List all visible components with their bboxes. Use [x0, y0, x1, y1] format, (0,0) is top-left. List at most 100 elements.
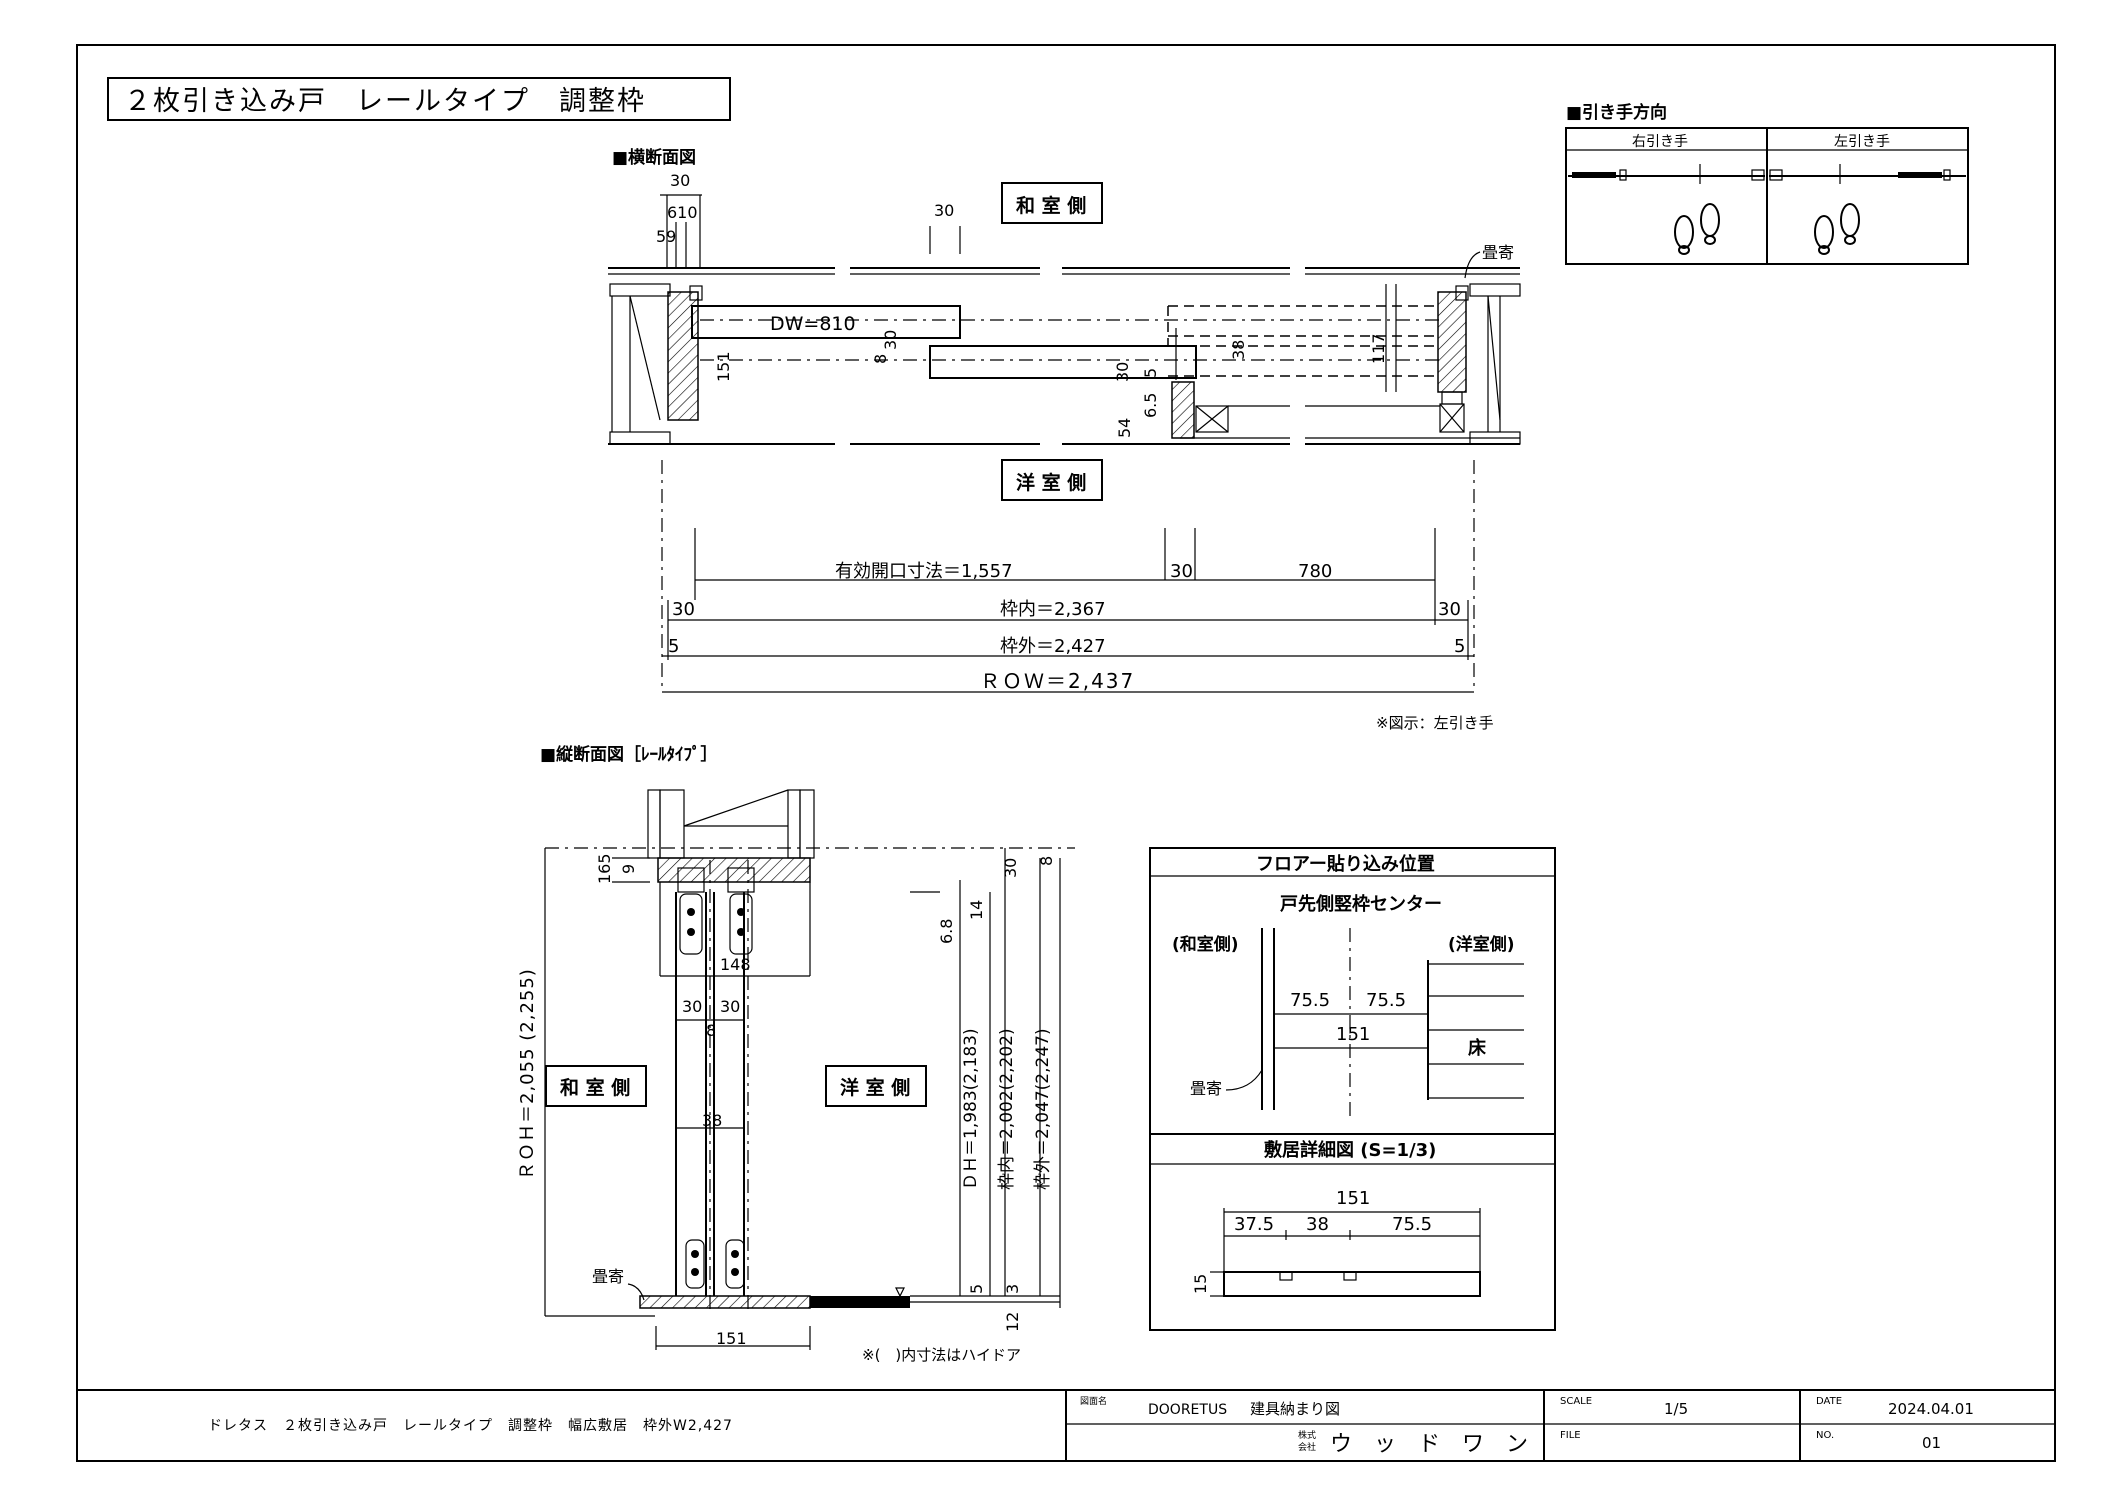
title-block: ドレタス ２枚引き込み戸 レールタイプ 調整枠 幅広敷居 枠外W2,427 図面…	[77, 1389, 2055, 1461]
pocket-wall	[1171, 381, 1465, 439]
sill-panel: 敷居詳細図 (S=1/3) 151 37.5 38 75.5 15	[1149, 1133, 1556, 1331]
vert-dim-30a: 30	[682, 997, 702, 1016]
vert-dim-38: 38	[702, 1111, 722, 1130]
door-panel-2	[929, 345, 1197, 379]
vert-tatami-label: 畳寄	[592, 1267, 624, 1286]
cross-dimension-chain: 有効開口寸法＝1,557 30 780 30 枠内＝2,367 30 5 枠外＝…	[661, 460, 1475, 693]
title-box: ２枚引き込み戸 レールタイプ 調整枠	[107, 77, 731, 121]
cross-wa-label: 和 室 側	[1016, 194, 1086, 217]
floor-panel-subtitle: 戸先側竪枠センター	[1280, 893, 1442, 915]
cross-dim-30b: 30	[934, 201, 954, 220]
cross-right-wall	[1437, 283, 1521, 445]
page-title: ２枚引き込み戸 レールタイプ 調整枠	[124, 86, 646, 117]
handle-direction: ■引き手方向 右引き手 左引き手	[1565, 102, 1969, 265]
pocket-outline	[1167, 284, 1438, 392]
vert-yo-label: 洋 室 側	[840, 1076, 910, 1099]
file-label: FILE	[1560, 1430, 1581, 1441]
title-block-desc: ドレタス ２枚引き込み戸 レールタイプ 調整枠 幅広敷居 枠外W2,427	[208, 1418, 733, 1434]
cross-dw: DW=810	[770, 313, 856, 335]
floor-yo: (洋室側)	[1448, 934, 1515, 955]
cross-section-heading: ■横断面図	[612, 147, 696, 168]
footprint-icon	[1814, 203, 1860, 255]
handle-left-label: 左引き手	[1834, 134, 1890, 150]
sill-dim-375: 37.5	[1234, 1214, 1274, 1235]
cross-dim-5: 5	[1141, 368, 1160, 378]
vert-dim-8top: 8	[1037, 856, 1056, 866]
cross-dim-30d: 30	[1113, 362, 1132, 382]
vert-dim-9: 9	[619, 864, 638, 874]
cross-dim-59: 59	[656, 227, 676, 246]
vertical-section-heading: ■縦断面図［ﾚｰﾙﾀｲﾌﾟ］	[540, 744, 718, 765]
head-frame	[657, 857, 811, 883]
cross-dim-117: 117	[1369, 333, 1388, 364]
sill-panel-title: 敷居詳細図 (S=1/3)	[1264, 1139, 1436, 1161]
sheet-border	[76, 44, 2056, 1462]
cross-inner-dim: 枠内＝2,367	[1000, 599, 1106, 620]
vert-dh: ＤＨ＝1,983(2,183)	[961, 1028, 981, 1190]
company-prefix-bottom: 会社	[1298, 1441, 1316, 1453]
vert-inner: 枠内＝2,002(2,202)	[997, 1028, 1017, 1190]
cross-dim-30-mid: 30	[1170, 561, 1193, 582]
vert-dim-5: 5	[967, 1284, 986, 1294]
cross-tatami-label: 畳寄	[1482, 243, 1514, 262]
cross-outer-dim: 枠外＝2,427	[1000, 636, 1106, 657]
cross-dim-8: 8	[871, 354, 890, 364]
floor-dim-755b: 75.5	[1366, 990, 1406, 1011]
scale-value: 1/5	[1664, 1400, 1688, 1418]
cross-dim-30c: 30	[881, 330, 900, 350]
no-value: 01	[1922, 1434, 1941, 1452]
vert-dim-30b: 30	[720, 997, 740, 1016]
cross-inner-left: 30	[672, 599, 695, 620]
drawing-name-label: 図面名	[1080, 1395, 1107, 1407]
vert-dim-68: 6.8	[937, 919, 956, 944]
handle-heading: ■引き手方向	[1566, 102, 1667, 123]
cross-effective-dim: 有効開口寸法＝1,557	[835, 561, 1013, 582]
bottom-roller	[685, 1239, 745, 1289]
cross-inner-right: 30	[1438, 599, 1461, 620]
cross-dim-54: 54	[1115, 418, 1134, 438]
sill-dim-151: 151	[1336, 1188, 1370, 1209]
cross-dim-610: 610	[667, 203, 698, 222]
cross-yo-label: 洋 室 側	[1016, 471, 1086, 494]
cross-dim-151: 151	[714, 351, 733, 382]
floor-dim-755a: 75.5	[1290, 990, 1330, 1011]
vert-dim-148: 148	[720, 955, 751, 974]
vertical-section: ■縦断面図［ﾚｰﾙﾀｲﾌﾟ］	[517, 744, 1075, 1364]
door-leaves-vertical	[659, 860, 811, 1310]
cross-dim-780: 780	[1298, 561, 1332, 582]
floor-dim-151: 151	[1336, 1024, 1370, 1045]
vert-dim-151: 151	[716, 1329, 747, 1348]
footprint-icon	[1674, 203, 1720, 255]
vert-note: ※( )内寸法はハイドア	[862, 1346, 1021, 1364]
cross-outer-left: 5	[668, 636, 679, 657]
vert-dim-8: 8	[706, 1021, 716, 1040]
company-name: ウ ッ ド ワ ン	[1330, 1432, 1528, 1457]
vert-dim-30: 30	[1001, 858, 1020, 878]
sill-dim-755: 75.5	[1392, 1214, 1432, 1235]
vert-dim-3: 3	[1003, 1284, 1022, 1294]
cross-dim-30a: 30	[670, 171, 690, 190]
vert-outer: 枠外＝2,047(2,247)	[1033, 1028, 1053, 1190]
vert-roh: ＲＯＨ＝2,055 (2,255)	[517, 968, 538, 1180]
date-label: DATE	[1816, 1396, 1842, 1407]
cross-left-wall	[609, 283, 703, 445]
floor-panel-title: フロアー貼り込み位置	[1256, 853, 1435, 875]
no-label: NO.	[1816, 1430, 1834, 1441]
cross-outer-right: 5	[1454, 636, 1465, 657]
sill-dim-15: 15	[1191, 1274, 1210, 1294]
cross-dim-65: 6.5	[1141, 393, 1160, 418]
cross-note: ※図示：左引き手	[1376, 714, 1494, 732]
date-value: 2024.04.01	[1888, 1400, 1974, 1418]
sill-dim-38: 38	[1306, 1214, 1329, 1235]
handle-right-label: 右引き手	[1632, 134, 1688, 150]
cross-row-dim: ＲＯＷ＝2,437	[980, 669, 1135, 693]
floor-floor: 床	[1468, 1037, 1487, 1059]
vert-dim-165: 165	[595, 853, 614, 884]
floor-panel: フロアー貼り込み位置 戸先側竪枠センター (和室側) (洋室側) 75.5 75…	[1149, 847, 1556, 1135]
vert-dim-14: 14	[967, 900, 986, 920]
vert-wa-label: 和 室 側	[560, 1076, 630, 1099]
company-prefix-top: 株式	[1298, 1429, 1316, 1441]
door-panel-1	[691, 305, 961, 339]
cross-dim-38: 38	[1229, 340, 1248, 360]
